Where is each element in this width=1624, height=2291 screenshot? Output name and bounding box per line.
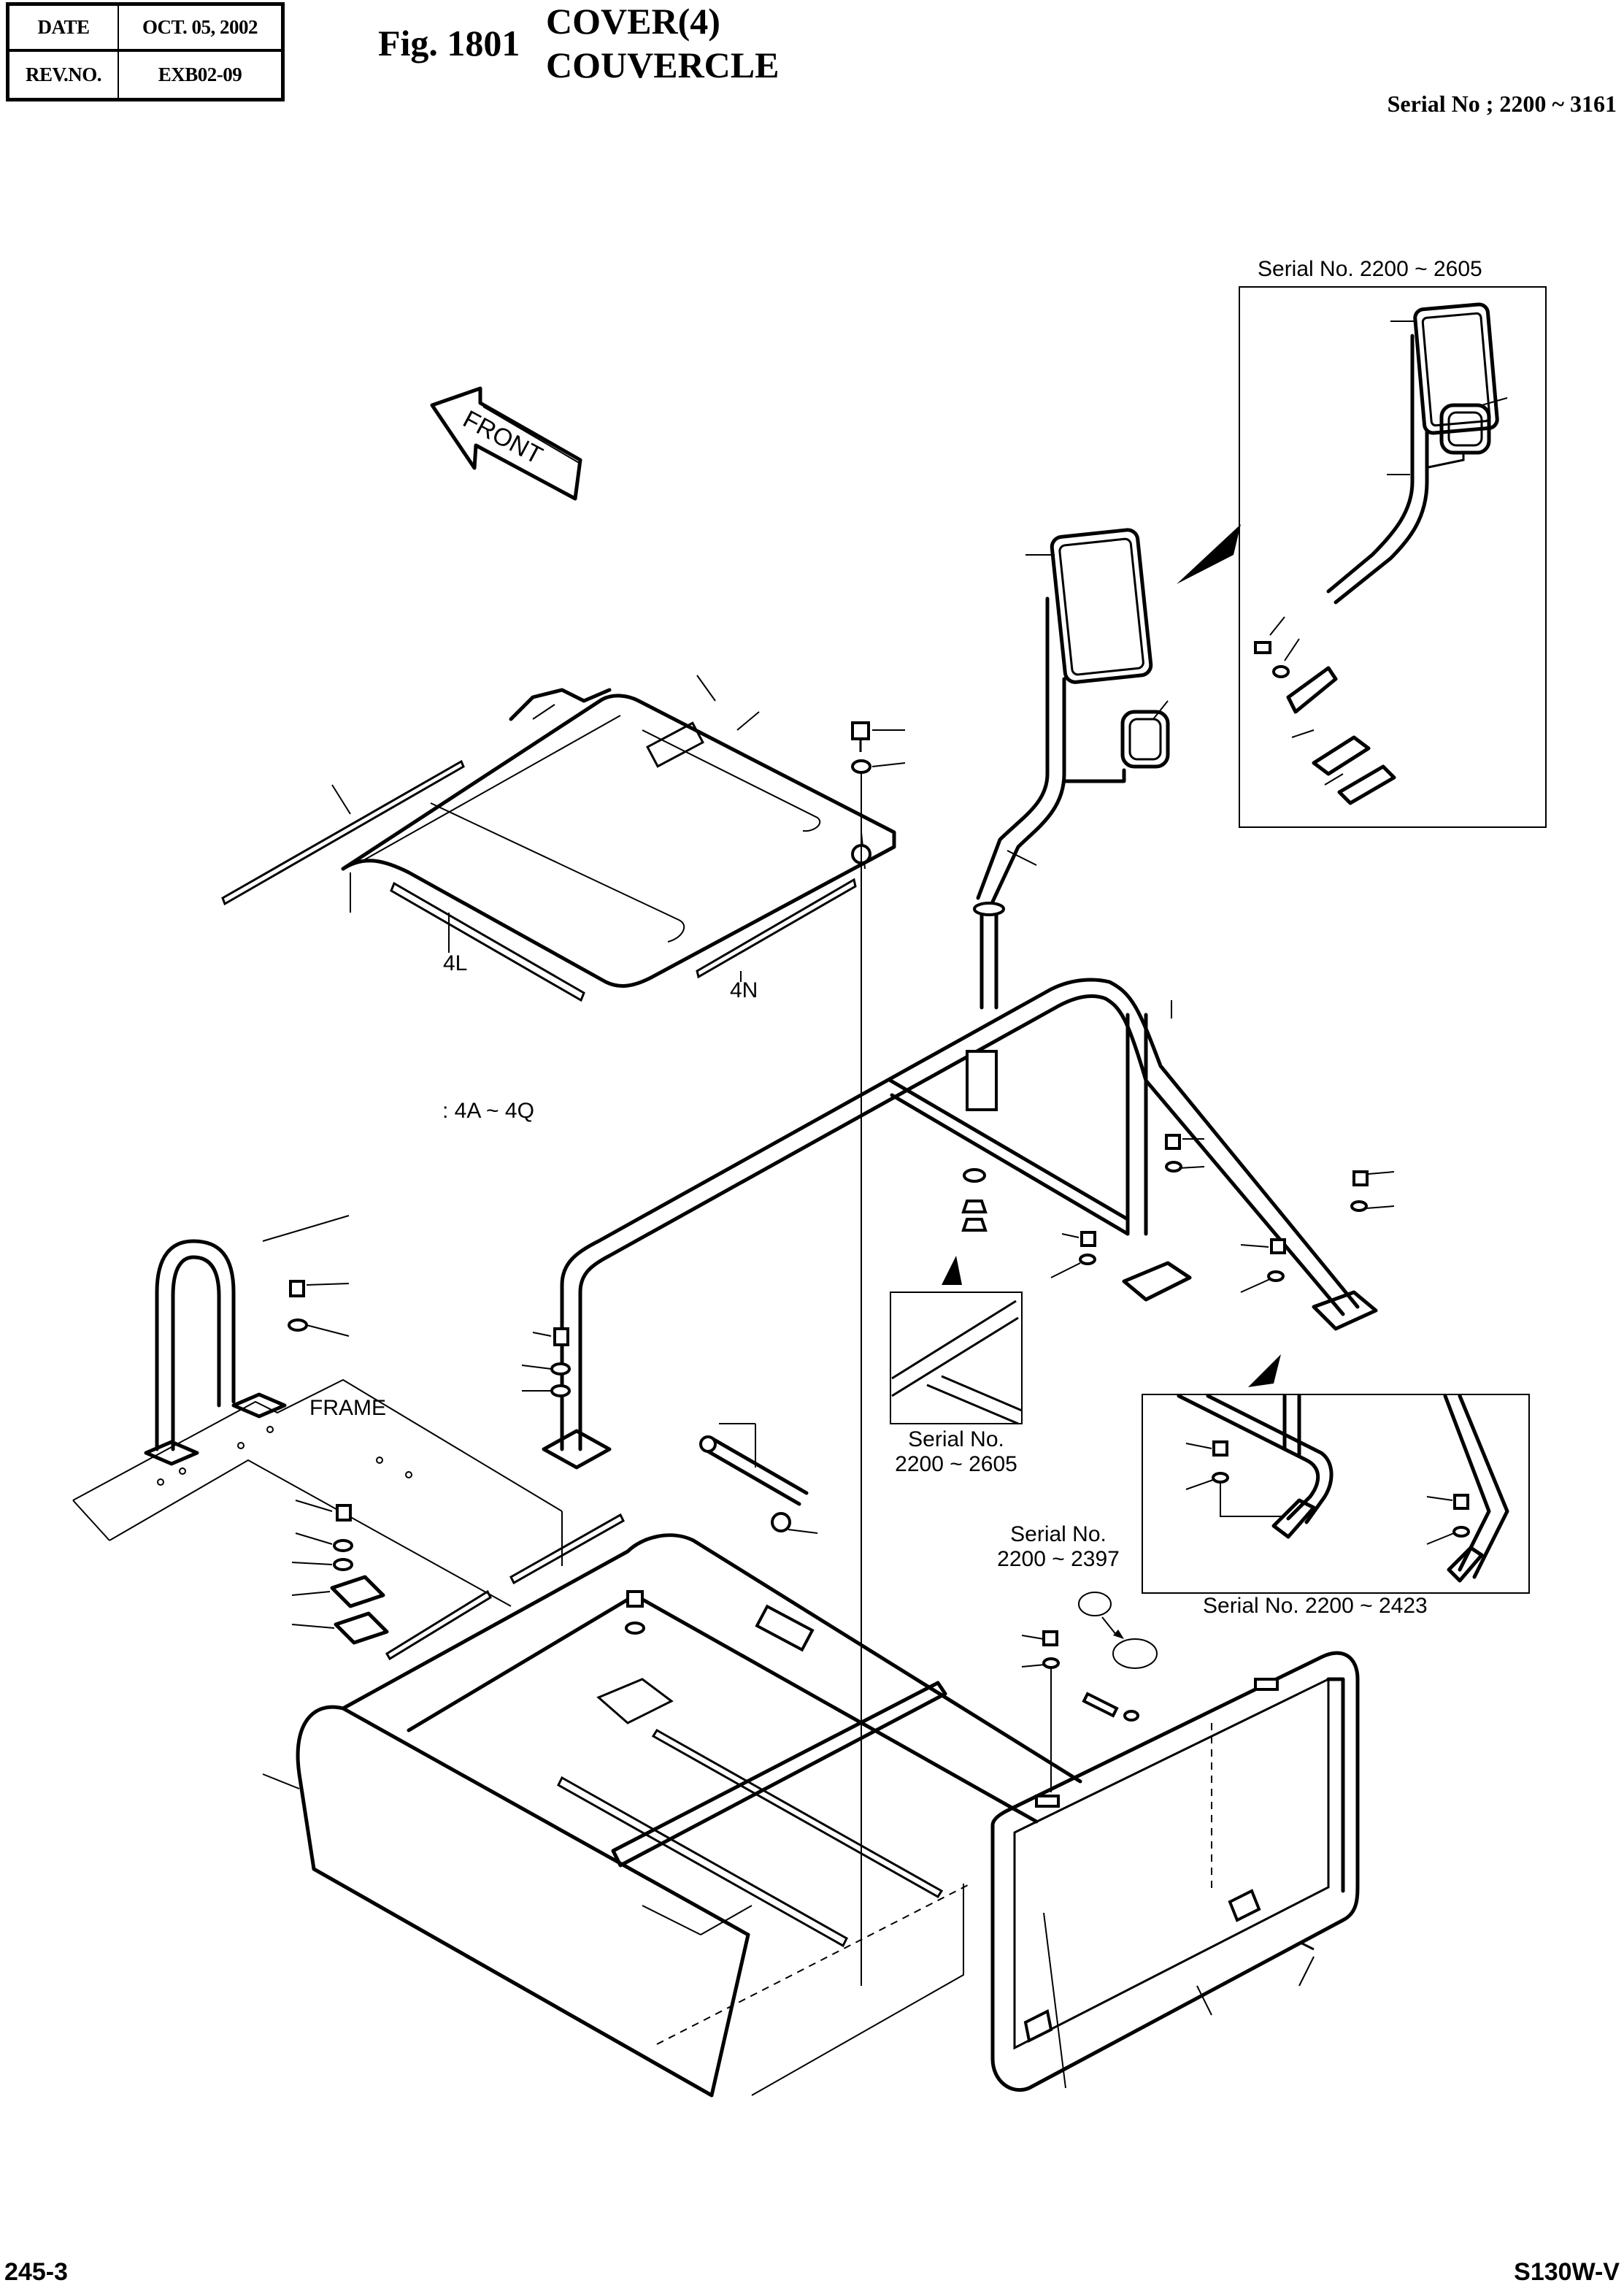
title-english: COVER(4) <box>546 1 720 42</box>
page-number: 245-3 <box>4 2258 68 2286</box>
front-arrow-icon <box>430 386 582 501</box>
guard-rail-frame <box>542 978 1360 1470</box>
serial-range: Serial No ; 2200 ~ 3161 <box>1387 91 1617 117</box>
date-value: OCT. 05, 2002 <box>119 6 281 52</box>
callout-pointer-icon <box>1248 1354 1281 1387</box>
revision-table: DATE OCT. 05, 2002 REV.NO. EXB02-09 <box>6 2 285 101</box>
rear-view-mirror <box>973 528 1170 1010</box>
part-range-note: : 4A ~ 4Q <box>442 1099 534 1123</box>
fastener-set <box>521 1134 1395 1397</box>
inset-mirror-serial: Serial No. 2200 ~ 2605 <box>1258 257 1482 281</box>
bolt-icon <box>851 721 906 1986</box>
inset-box-mirror <box>1239 286 1547 828</box>
inset-mirror-assembly <box>1254 302 1508 805</box>
figure-number: Fig. 1801 <box>378 23 520 64</box>
inset-guard-brackets <box>1177 1394 1509 1583</box>
callout-pointer-icon <box>1177 524 1241 584</box>
inset-frame-serial: Serial No. 2200 ~ 2605 <box>880 1427 1033 1477</box>
serial-note-line1: Serial No. <box>1010 1522 1107 1546</box>
inset-frame-serial-line1: Serial No. <box>908 1427 1004 1451</box>
side-door-panel <box>990 1651 1360 2092</box>
inset-frame-bars <box>891 1300 1023 1425</box>
rev-value: EXB02-09 <box>158 64 242 85</box>
top-cover-panel <box>221 675 896 1002</box>
model-number: S130W-V <box>1514 2258 1620 2286</box>
serial-note-marker <box>1021 1592 1158 1792</box>
title-french: COUVERCLE <box>546 45 780 85</box>
inset-box-frame <box>890 1292 1023 1424</box>
inset-brackets-serial: Serial No. 2200 ~ 2423 <box>1203 1594 1428 1618</box>
latch-rod <box>699 1423 818 1534</box>
rev-label: REV.NO. <box>9 52 119 98</box>
callout-4n: 4N <box>730 978 758 1002</box>
callout-pointer-icon <box>942 1256 962 1285</box>
inset-frame-serial-line2: 2200 ~ 2605 <box>895 1452 1017 1476</box>
inset-box-brackets <box>1142 1394 1530 1594</box>
machine-frame <box>72 1378 563 1607</box>
frame-label: FRAME <box>309 1396 386 1420</box>
engine-hood <box>262 1513 1082 2098</box>
hinge-hardware <box>291 1500 389 1645</box>
serial-note: Serial No. 2200 ~ 2397 <box>978 1522 1139 1572</box>
callout-4l: 4L <box>443 951 468 975</box>
date-label: DATE <box>9 6 119 52</box>
serial-note-line2: 2200 ~ 2397 <box>997 1547 1120 1571</box>
grab-handle <box>144 1215 350 1466</box>
